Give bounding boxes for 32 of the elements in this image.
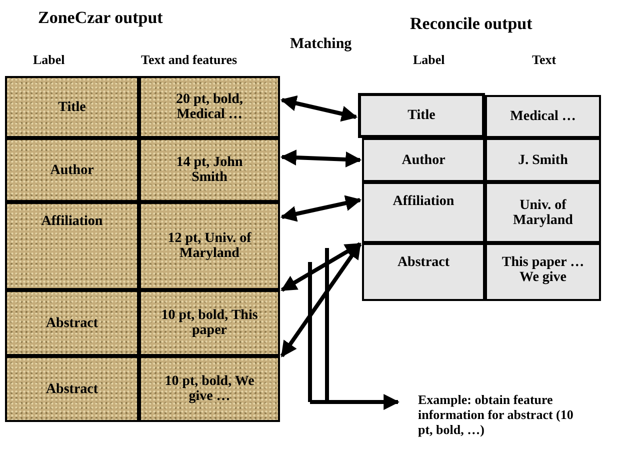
table-cell: Author: [362, 138, 485, 182]
column-header: Text: [532, 52, 556, 68]
table-cell: This paper … We give: [485, 243, 601, 301]
table-cell: 20 pt, bold, Medical …: [139, 76, 280, 138]
heading: Reconcile output: [410, 14, 532, 34]
table-cell: Abstract: [5, 290, 139, 356]
table-cell: Medical …: [485, 95, 601, 138]
table-cell: Abstract: [5, 356, 139, 422]
arrow: [280, 242, 362, 292]
arrow: [280, 195, 362, 222]
note-text: Example: obtain feature information for abstract (10 pt, bold, …): [418, 392, 590, 437]
column-header: Label: [33, 52, 65, 68]
table-cell: Univ. of Maryland: [485, 182, 601, 243]
heading: Matching: [290, 36, 352, 53]
table-cell: Title: [358, 93, 485, 138]
table-cell: 14 pt, John Smith: [139, 138, 280, 202]
arrow: [308, 246, 400, 410]
column-header: Label: [413, 52, 445, 68]
table-cell: Title: [5, 76, 139, 138]
table-cell: Author: [5, 138, 139, 202]
table-cell: Affiliation: [5, 202, 139, 290]
arrow: [280, 95, 358, 122]
table-cell: J. Smith: [485, 138, 601, 182]
arrow: [280, 150, 362, 168]
table-cell: Abstract: [362, 243, 485, 301]
table-cell: 10 pt, bold, We give …: [139, 356, 280, 422]
heading: ZoneCzar output: [38, 8, 163, 28]
arrow: [280, 242, 362, 358]
column-header: Text and features: [141, 52, 238, 68]
table-cell: Affiliation: [362, 182, 485, 243]
table-cell: 12 pt, Univ. of Maryland: [139, 202, 280, 290]
table-cell: 10 pt, bold, This paper: [139, 290, 280, 356]
